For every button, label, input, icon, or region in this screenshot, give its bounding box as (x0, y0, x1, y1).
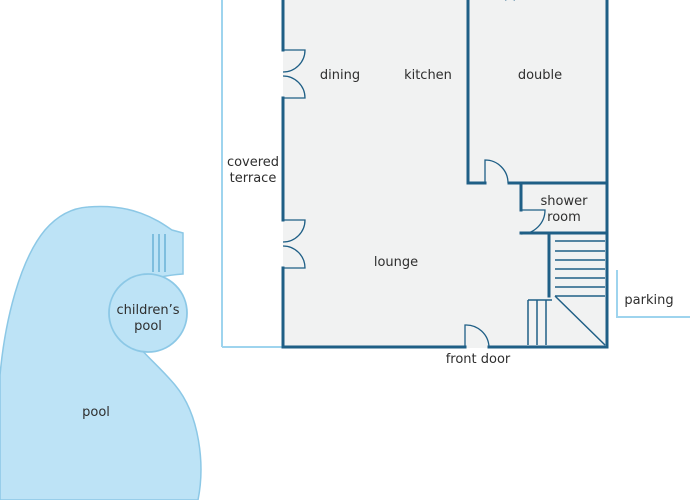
room-label-double: double (517, 68, 563, 83)
room-label-covered-terrace: covered terrace (226, 155, 280, 186)
french-door-icon-lounge (282, 219, 306, 269)
label-parking: parking (624, 293, 674, 308)
room-label-dining: dining (319, 68, 361, 83)
label-pool: pool (82, 405, 110, 420)
pool-shape (0, 205, 202, 500)
covered-terrace-outline (221, 0, 283, 348)
pool-steps (152, 234, 166, 272)
label-childrens-pool: children’s pool (116, 303, 180, 334)
french-door-icon-dining (282, 49, 306, 99)
room-label-lounge: lounge (373, 255, 419, 270)
childrens-pool-shape (108, 273, 188, 353)
door-swing-icon-shower (520, 209, 546, 235)
door-swing-icon-front (464, 324, 490, 348)
door-swing-icon-double (484, 159, 509, 184)
room-label-shower-room: shower room (540, 194, 588, 225)
walls (281, 0, 609, 349)
floor-area (283, 0, 608, 348)
room-label-kitchen: kitchen (404, 68, 452, 83)
staircase-icon (527, 240, 606, 346)
label-front-door: front door (445, 352, 511, 367)
parking-bay-outline (616, 270, 690, 318)
